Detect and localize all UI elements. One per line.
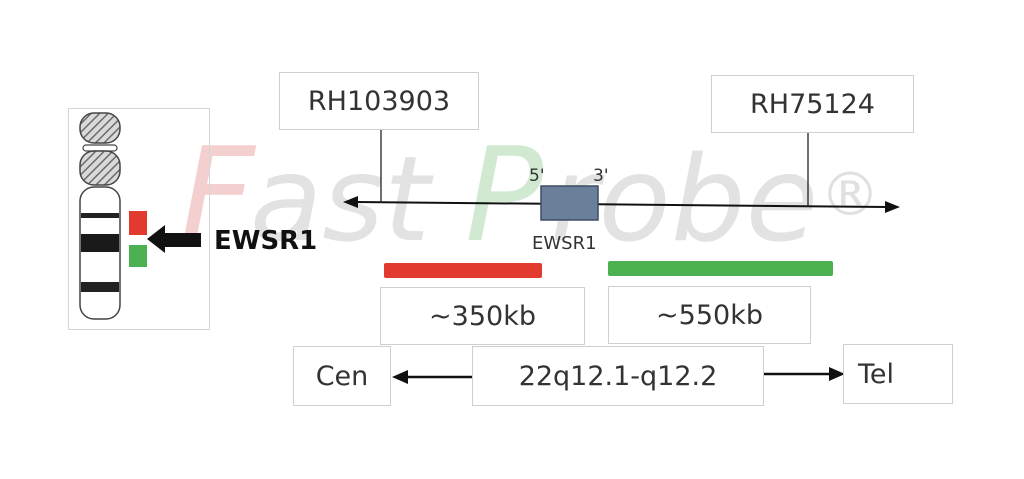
tel-arrowhead <box>829 367 845 381</box>
ideogram-gene-label: EWSR1 <box>214 226 318 256</box>
centromere-label: Cen <box>315 360 369 392</box>
green-probe-bar <box>608 261 833 276</box>
axis-right-arrowhead <box>885 201 900 213</box>
left-marker-label: RH103903 <box>307 85 451 117</box>
right-marker-box: RH75124 <box>711 75 914 133</box>
right-marker-label: RH75124 <box>750 88 875 120</box>
telomere-box: Tel <box>843 344 953 404</box>
gene-label: EWSR1 <box>532 233 597 254</box>
three-prime-label: 3' <box>593 166 609 186</box>
green-probe-size: ~550kb <box>656 299 763 331</box>
ideogram-panel <box>68 108 210 330</box>
axis-left-arrowhead <box>343 196 358 208</box>
centromere-box: Cen <box>293 346 391 406</box>
red-probe-size: ~350kb <box>429 300 536 332</box>
pointer-arrow <box>147 225 201 253</box>
band-box: 22q12.1-q12.2 <box>472 346 764 406</box>
band-label: 22q12.1-q12.2 <box>518 360 718 392</box>
ewsr1-gene-box <box>540 185 599 221</box>
left-marker-box: RH103903 <box>279 72 479 130</box>
genomic-axis-line <box>355 201 889 208</box>
chromosome-22-ideogram <box>79 112 201 320</box>
five-prime-label: 5' <box>529 166 545 186</box>
cen-arrowhead <box>392 370 408 384</box>
green-probe-size-box: ~550kb <box>608 286 811 344</box>
telomere-label: Tel <box>858 358 895 390</box>
red-probe-size-box: ~350kb <box>380 287 585 345</box>
red-probe-bar <box>384 263 542 278</box>
